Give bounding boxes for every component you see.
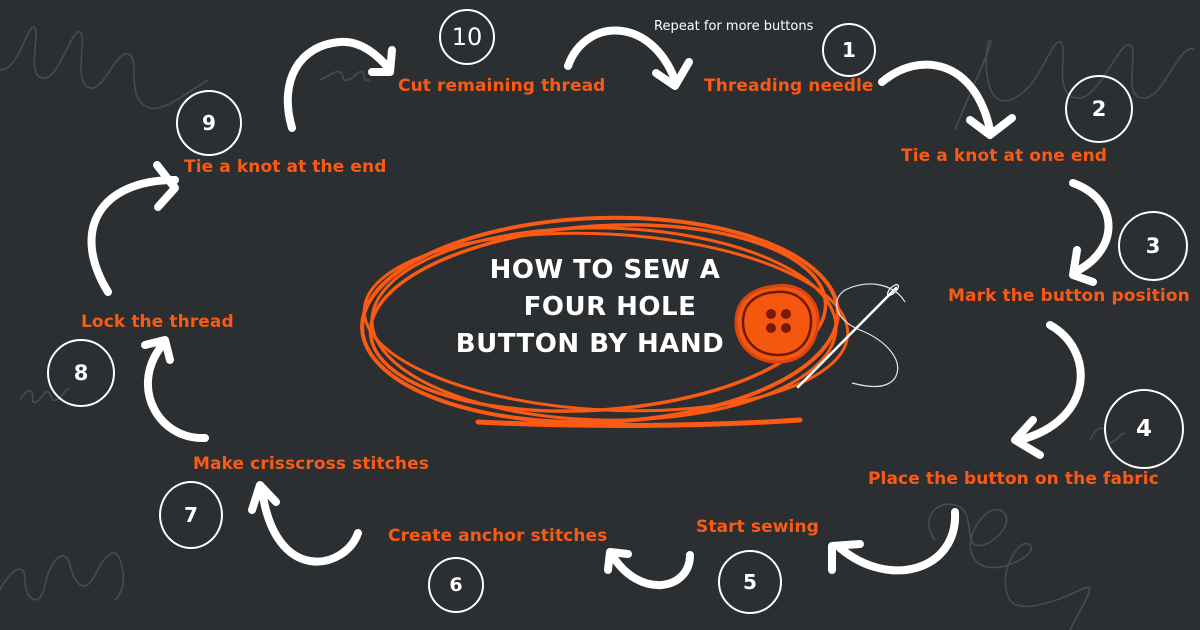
- step-label-5: Start sewing: [696, 517, 819, 537]
- title-line-3: BUTTON BY HAND: [455, 329, 725, 359]
- step-label-1: Threading needle: [704, 76, 874, 96]
- step-label-8: Lock the thread: [81, 312, 234, 332]
- step-number-5: 5: [718, 550, 782, 614]
- repeat-note: Repeat for more buttons: [654, 19, 814, 34]
- flow-arrows: [87, 26, 1113, 589]
- step-label-6: Create anchor stitches: [388, 526, 608, 546]
- title-line-2: FOUR HOLE: [523, 292, 697, 322]
- step-number-7: 7: [159, 481, 223, 549]
- step-number-4: 4: [1104, 389, 1184, 469]
- squiggle-decoration: [0, 26, 1196, 630]
- needle-thread-icon: [796, 283, 906, 389]
- step-number-2: 2: [1065, 75, 1133, 143]
- step-label-2: Tie a knot at one end: [901, 146, 1108, 166]
- step-number-10: 10: [439, 9, 495, 65]
- step-label-10: Cut remaining thread: [398, 76, 606, 96]
- title-scribble-ring: [360, 215, 850, 428]
- step-number-1: 1: [822, 23, 876, 77]
- step-number-9: 9: [176, 90, 242, 156]
- step-number-8: 8: [47, 339, 115, 407]
- page-title: HOW TO SEW A FOUR HOLE BUTTON BY HAND: [450, 252, 750, 363]
- step-label-7: Make crisscross stitches: [193, 454, 429, 474]
- step-label-3: Mark the button position: [948, 286, 1190, 306]
- title-line-1: HOW TO SEW A: [489, 255, 721, 285]
- step-number-6: 6: [428, 557, 484, 613]
- step-number-3: 3: [1118, 211, 1188, 281]
- step-label-9: Tie a knot at the end: [184, 157, 387, 177]
- step-label-4: Place the button on the fabric: [868, 469, 1159, 489]
- button-icon: [734, 283, 820, 364]
